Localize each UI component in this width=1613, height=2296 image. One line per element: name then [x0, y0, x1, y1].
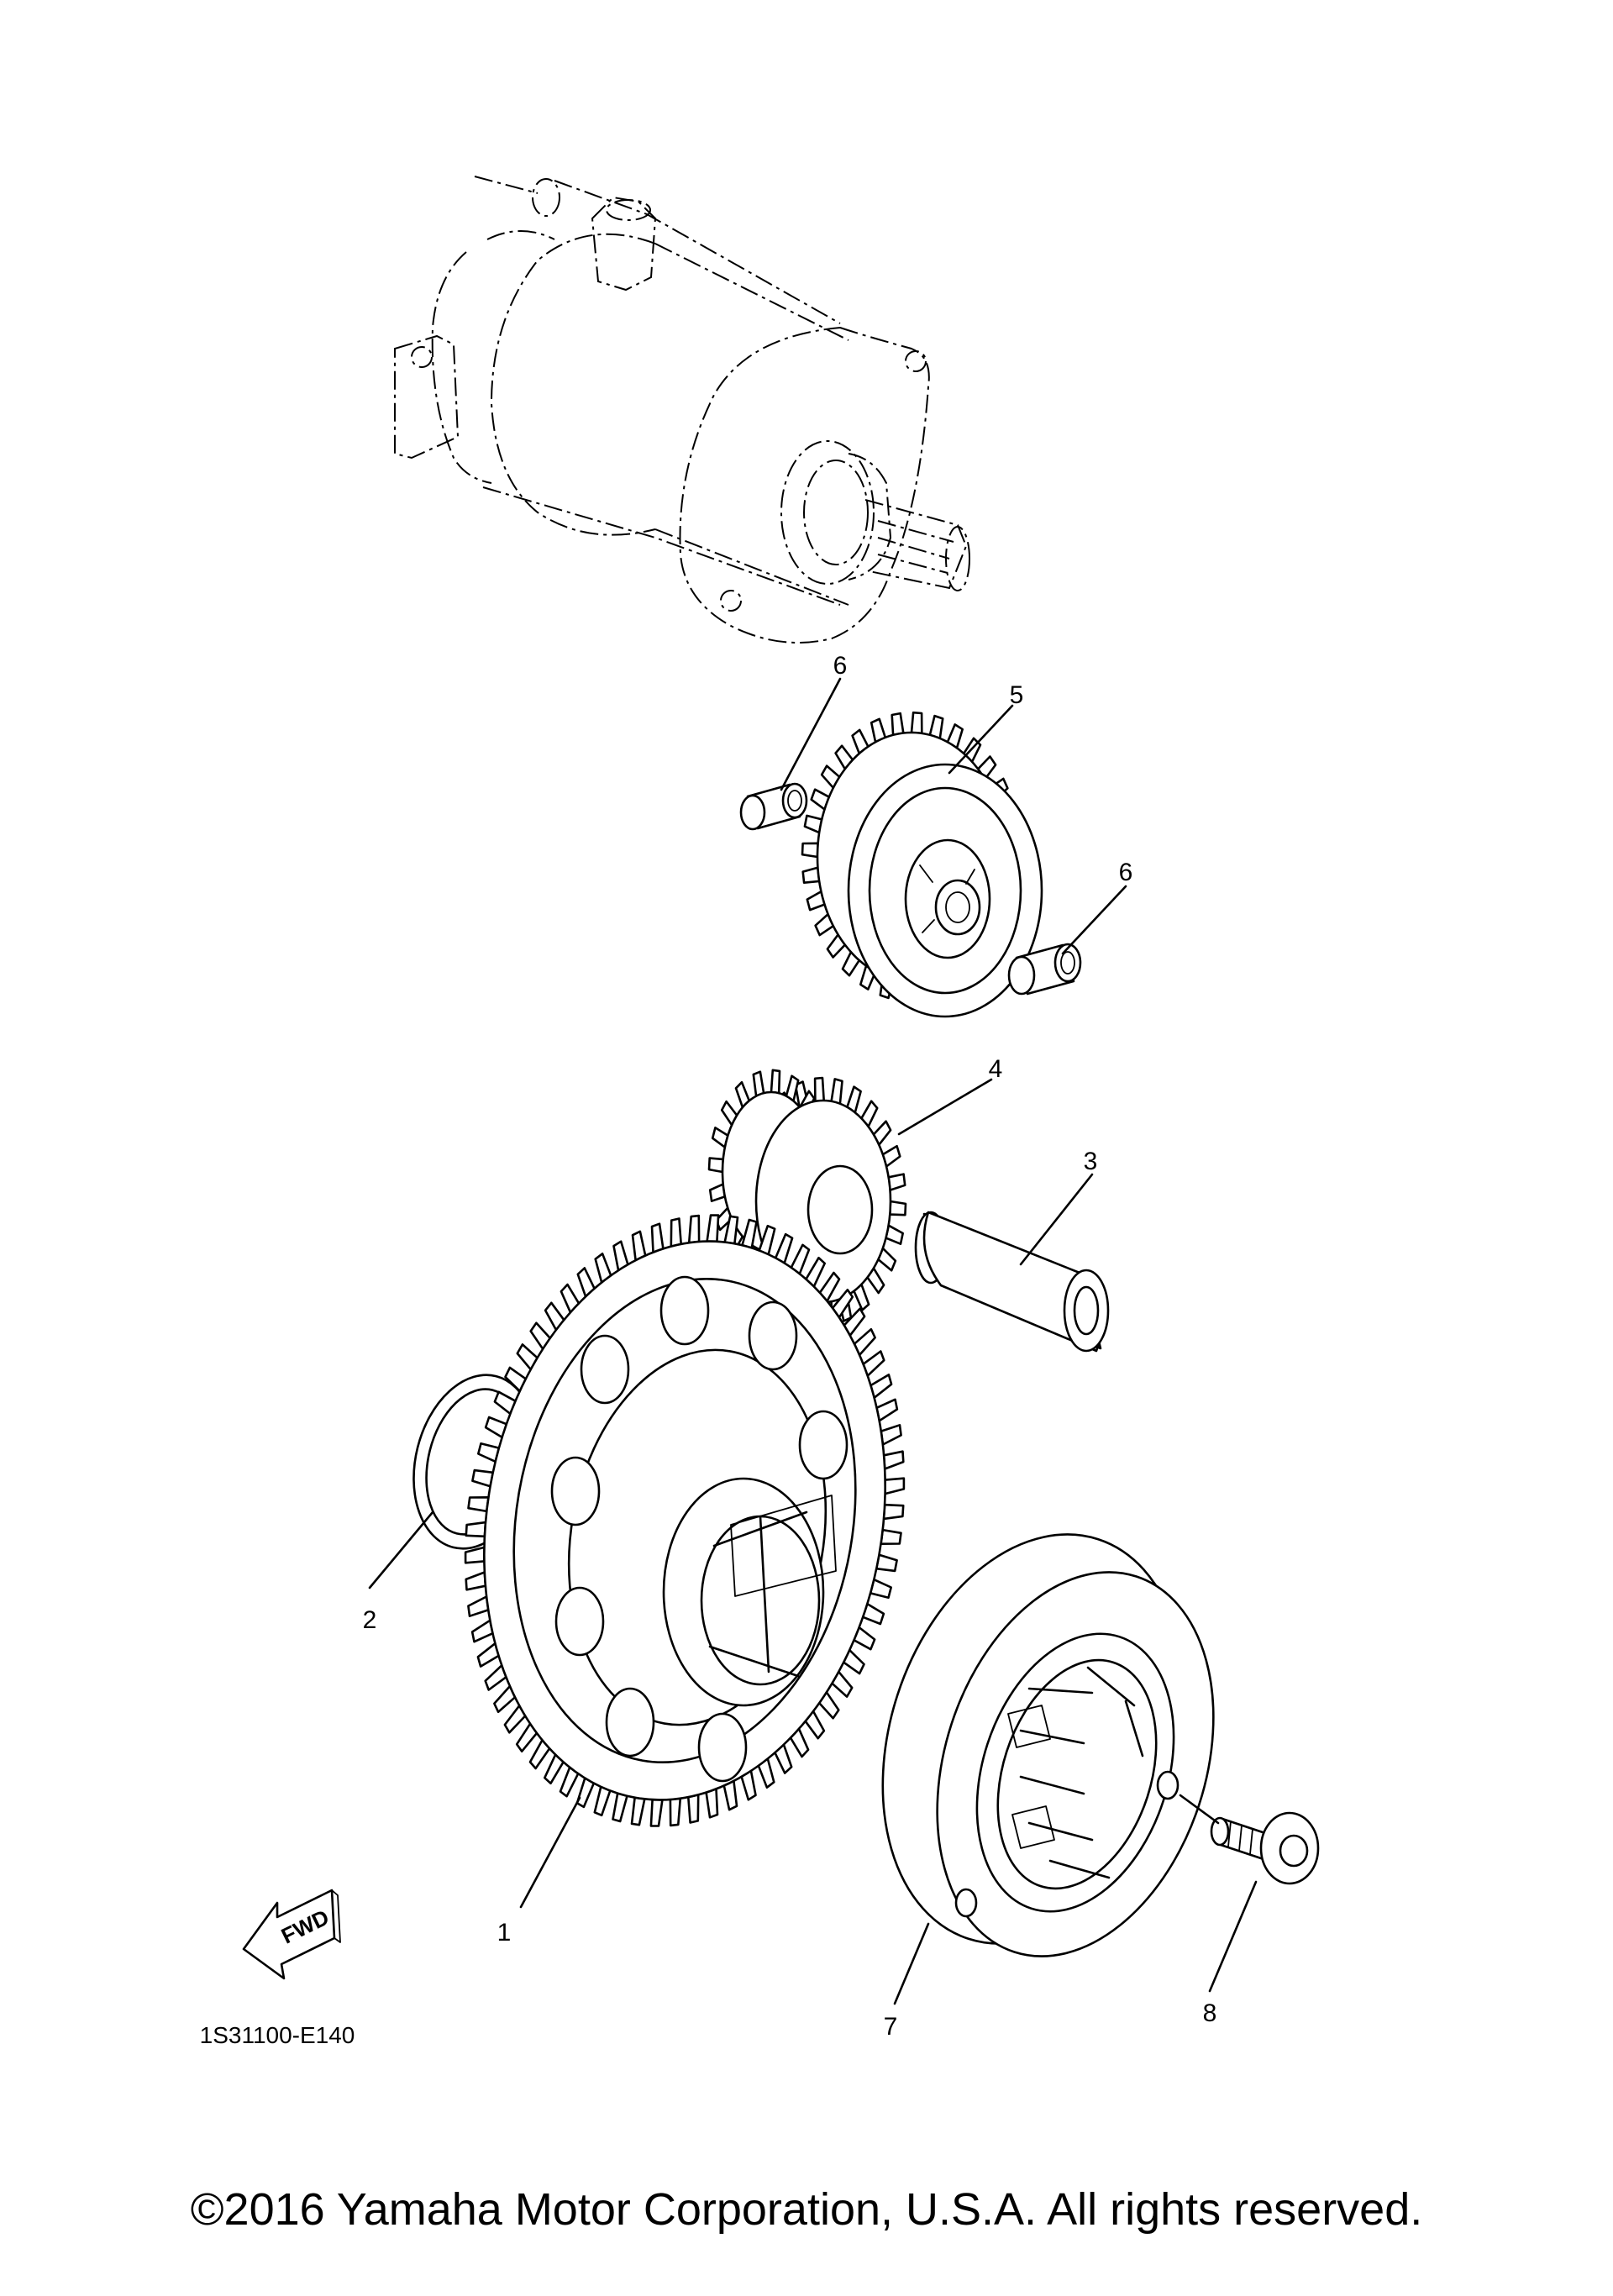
gear-tooth [882, 1503, 905, 1521]
gear-tooth [770, 1069, 781, 1095]
gear-tooth [910, 711, 923, 735]
starter-motor-icon [394, 176, 970, 644]
gear-tooth [880, 1528, 902, 1545]
callout-leaders [368, 677, 1258, 2005]
bolt-icon [1210, 1811, 1320, 1885]
bushing-icon [1007, 943, 1082, 996]
gear-tooth [889, 1200, 907, 1216]
gear-tooth [801, 866, 821, 884]
gear-tooth [612, 1792, 628, 1823]
callout-3: 3 [1084, 1148, 1098, 1175]
shaft-icon [914, 1211, 1110, 1353]
gear-tooth [669, 1797, 682, 1827]
gear-tooth [887, 1173, 906, 1191]
callout-6-upper: 6 [833, 652, 848, 680]
starter-wheel-gear-icon [464, 1214, 906, 1827]
one-way-clutch-icon [881, 1533, 1215, 1957]
gear-tooth [891, 712, 905, 737]
gear-tooth [813, 1076, 826, 1103]
callout-8: 8 [1203, 1999, 1217, 2027]
idle-gear-icon [801, 711, 1043, 1018]
gear-tooth [649, 1798, 664, 1827]
gear-tooth [630, 1796, 646, 1826]
gear-tooth [830, 1078, 843, 1106]
callout-7: 7 [884, 2013, 898, 2041]
callout-labels: 1 2 3 4 5 6 6 7 8 [363, 652, 1217, 2041]
gear-tooth [882, 1450, 905, 1470]
gear-tooth [706, 1214, 720, 1243]
gear-tooth [650, 1222, 665, 1253]
fwd-arrow-icon: FWD [242, 1889, 341, 1980]
gear-tooth [801, 842, 820, 859]
gear-tooth [705, 1788, 719, 1819]
gear-tooth [465, 1571, 487, 1591]
bushing-icon [739, 782, 808, 831]
copyright-notice: ©2016 Yamaha Motor Corporation, U.S.A. A… [191, 2184, 1423, 2235]
gear-tooth [465, 1521, 487, 1538]
gear-tooth [593, 1785, 612, 1817]
gear-tooth [884, 1477, 906, 1495]
callout-2: 2 [363, 1606, 377, 1634]
gear-tooth [687, 1214, 701, 1244]
callout-4: 4 [989, 1055, 1003, 1083]
callout-5: 5 [1010, 681, 1024, 709]
callout-6-lower: 6 [1119, 859, 1133, 886]
gear-tooth [880, 1424, 902, 1446]
double-gear-icon [707, 1069, 907, 1327]
gear-tooth [686, 1794, 700, 1824]
gear-tooth [670, 1217, 683, 1248]
gear-tooth [752, 1070, 765, 1097]
callout-1: 1 [497, 1919, 512, 1947]
gear-tooth [464, 1546, 486, 1564]
gear-tooth [707, 1157, 725, 1174]
diagram-reference-code: 1S31100-E140 [200, 2022, 355, 2048]
gear-tooth [467, 1496, 490, 1513]
gear-tooth [467, 1595, 490, 1617]
